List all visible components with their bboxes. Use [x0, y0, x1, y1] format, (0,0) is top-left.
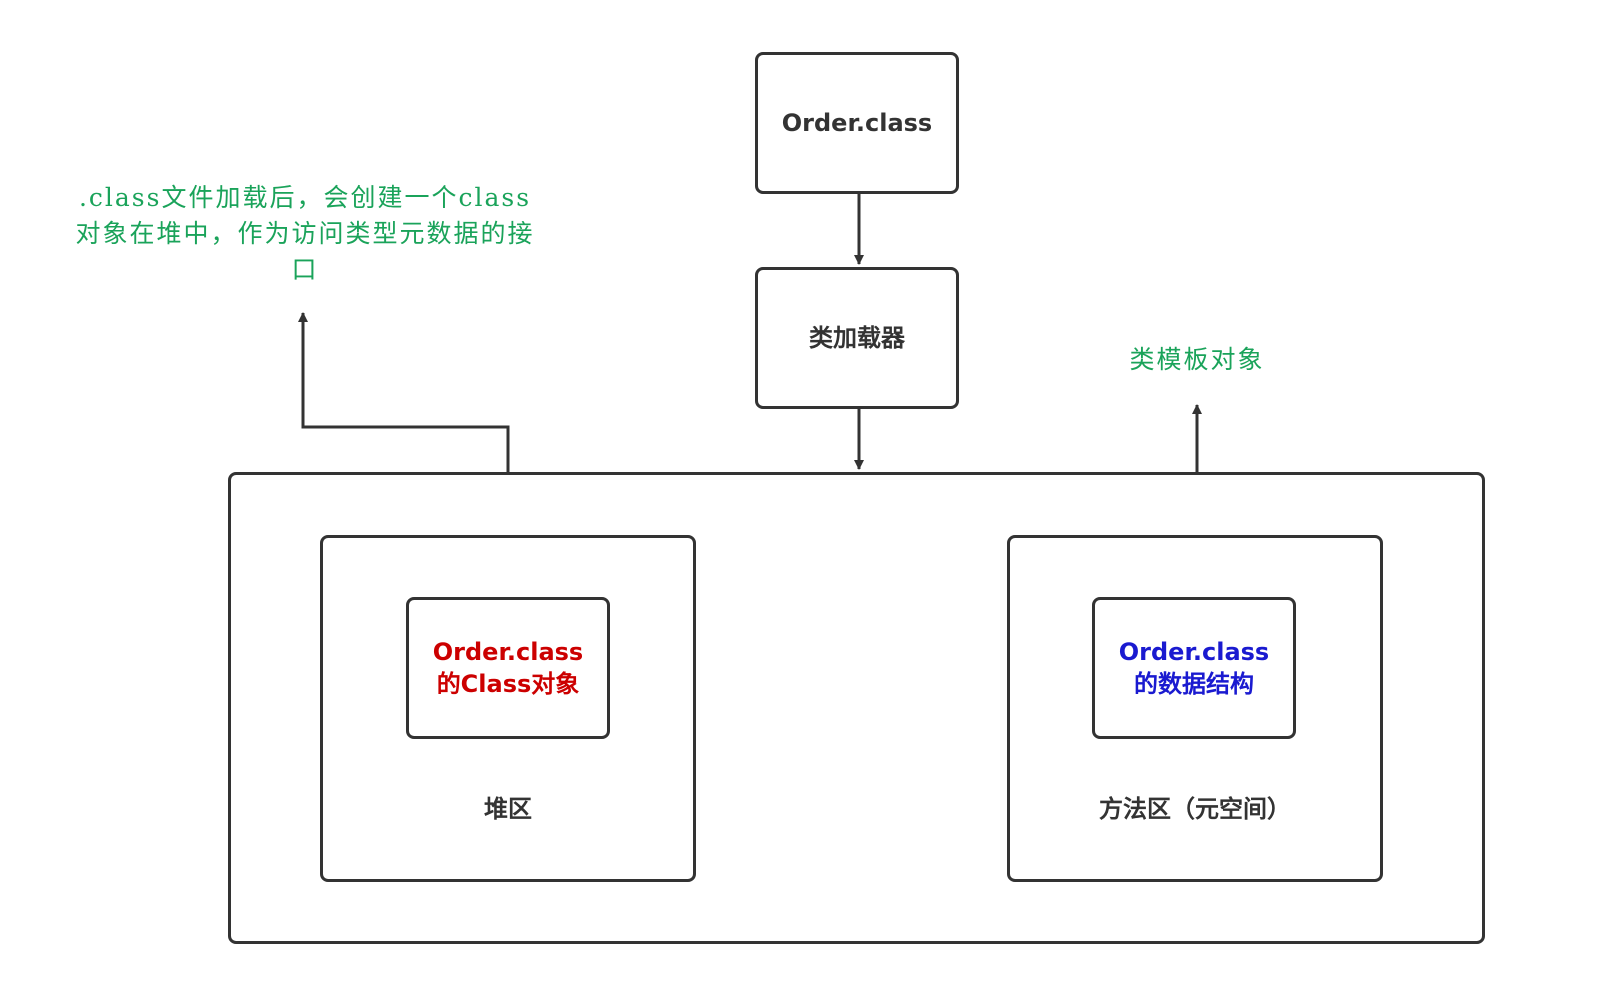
method-data-structure-box: Order.class 的数据结构 [1092, 597, 1296, 739]
order-class-file-box: Order.class [755, 52, 959, 194]
method-data-structure-line2: 的数据结构 [1134, 670, 1254, 698]
heap-area-label: 堆区 [484, 795, 532, 823]
class-loader-box: 类加载器 [755, 267, 959, 409]
method-data-structure-line1: Order.class [1118, 638, 1270, 666]
heap-class-object-label: Order.class 的Class对象 [409, 636, 607, 700]
method-area-label: 方法区（元空间） [1099, 795, 1291, 823]
template-object-note: 类模板对象 [1129, 345, 1265, 374]
order-class-file-label: Order.class [781, 109, 933, 137]
class-object-note-line3: 口 [291, 255, 319, 284]
heap-class-object-line2: 的Class对象 [436, 670, 580, 698]
class-object-note-line1: .class文件加载后，会创建一个class [78, 183, 532, 212]
method-data-structure-label: Order.class 的数据结构 [1095, 636, 1293, 700]
class-object-note-line2: 对象在堆中，作为访问类型元数据的接 [75, 219, 535, 248]
class-object-note: .class文件加载后，会创建一个class 对象在堆中，作为访问类型元数据的接… [25, 180, 585, 288]
heap-class-object-line1: Order.class [432, 638, 584, 666]
heap-class-object-box: Order.class 的Class对象 [406, 597, 610, 739]
class-loader-label: 类加载器 [809, 324, 905, 352]
